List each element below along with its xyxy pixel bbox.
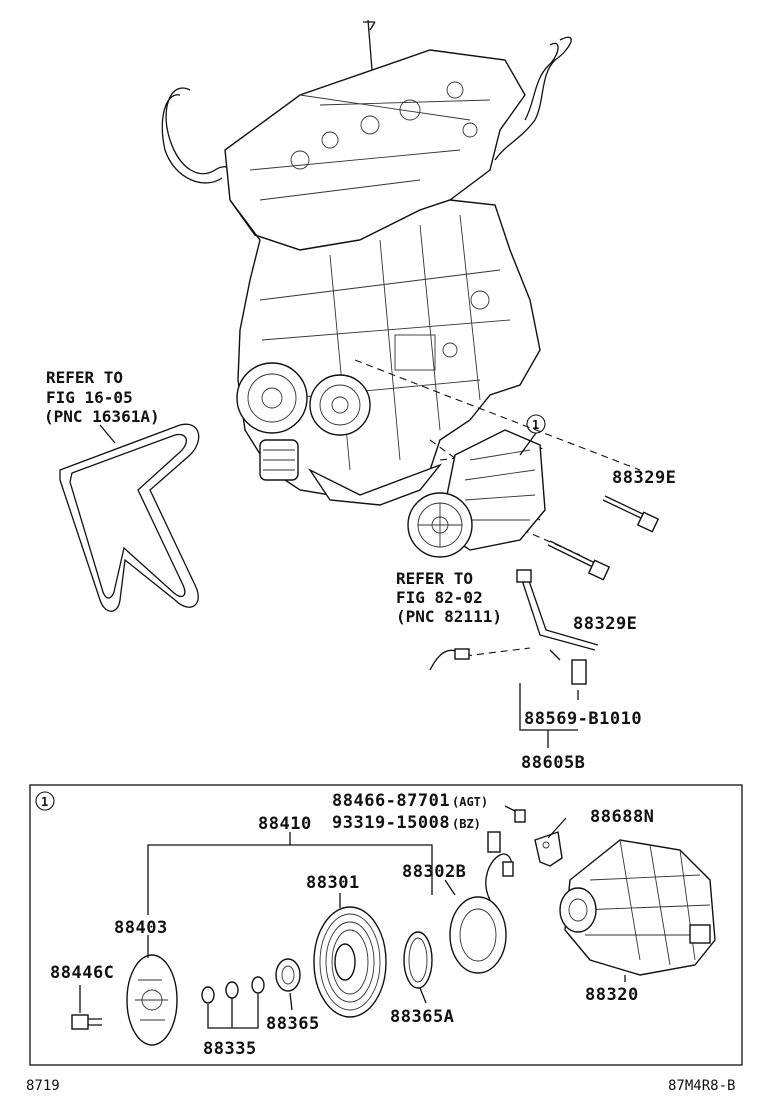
label-88335: 88335	[203, 1039, 257, 1059]
refer-pipe-line3: (PNC 82111)	[396, 607, 502, 626]
callout-number-box: 1	[41, 795, 48, 809]
label-88329E-upper: 88329E	[612, 468, 676, 488]
leader-88365	[289, 992, 293, 1011]
refer-pipe-line1: REFER TO	[396, 569, 473, 588]
leader-88365A	[419, 987, 427, 1004]
refer-belt-line1: REFER TO	[46, 368, 123, 387]
label-88605B: 88605B	[521, 753, 585, 773]
label-88365A: 88365A	[390, 1007, 454, 1027]
field-coil-88302B-illustration	[449, 831, 514, 974]
refer-belt-line3: (PNC 16361A)	[44, 407, 160, 426]
ring-88365A-illustration	[403, 931, 433, 989]
label-88569-B1010: 88569-B1010	[524, 709, 642, 729]
label-88466-code: 88466-87701	[332, 791, 450, 811]
pressure-pipe-illustration	[429, 569, 599, 685]
label-88301: 88301	[306, 873, 360, 893]
label-88365: 88365	[266, 1014, 320, 1034]
label-88688N: 88688N	[590, 807, 654, 827]
drive-belt-illustration	[59, 423, 200, 612]
refer-belt-line2: FIG 16-05	[46, 388, 133, 407]
label-88466-note: (AGT)	[452, 795, 488, 809]
label-88329E-lower: 88329E	[573, 614, 637, 634]
label-88410: 88410	[258, 814, 312, 834]
leader-callout-top	[519, 432, 537, 456]
pulley-88301-illustration	[313, 906, 387, 1018]
armature-plate-illustration	[126, 954, 178, 1046]
bolt-88329E-upper	[602, 495, 660, 533]
label-88302B: 88302B	[402, 862, 466, 882]
bolt-88329E-lower	[547, 540, 611, 581]
label-88320: 88320	[585, 985, 639, 1005]
shims-88335-illustration	[201, 976, 265, 1004]
leader-88410	[147, 832, 433, 915]
leader-88688N	[547, 817, 567, 839]
footer-code-left: 8719	[26, 1078, 60, 1094]
callout-number-top: 1	[532, 418, 539, 432]
footer-code-right: 87M4R8-B	[668, 1078, 735, 1094]
bracket-88688N-illustration	[534, 831, 563, 867]
label-93319-note: (BZ)	[452, 817, 481, 831]
callout-circle-box	[35, 791, 55, 811]
compressor-88320-illustration	[559, 839, 716, 976]
bolt-88466-illustration	[504, 805, 526, 823]
leader-88335	[207, 994, 259, 1029]
refer-pipe-line2: FIG 82-02	[396, 588, 483, 607]
label-88446C: 88446C	[50, 963, 114, 983]
snap-ring-88365-illustration	[275, 958, 301, 992]
leader-88302B	[444, 879, 456, 896]
engine-illustration	[161, 19, 572, 506]
leader-88605B	[519, 683, 579, 748]
compressor-upper-illustration	[407, 429, 546, 558]
detail-box	[29, 784, 743, 1066]
bolt-88446C-illustration	[71, 1014, 102, 1030]
label-93319-code: 93319-15008	[332, 813, 450, 833]
leader-belt	[99, 424, 116, 444]
label-88403: 88403	[114, 918, 168, 938]
